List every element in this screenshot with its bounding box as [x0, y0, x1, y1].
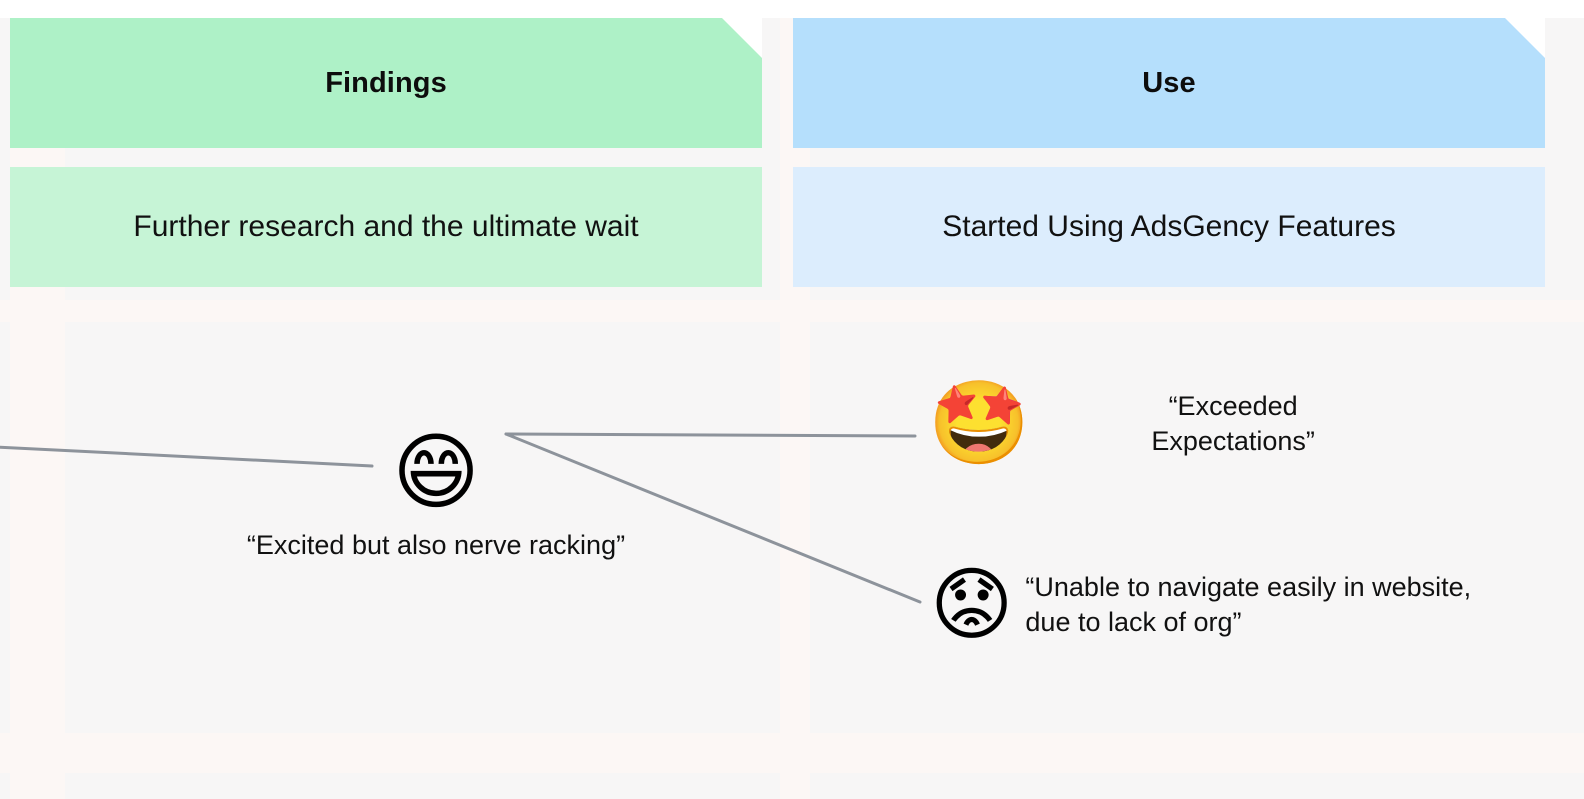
node-exceeded-expectations[interactable]: 🤩 “Exceeded Expectations” [928, 383, 1368, 465]
bg-band-horizontal [0, 300, 1584, 322]
node-quote: “Unable to navigate easily in website, d… [1025, 572, 1472, 637]
column-subheader-label: Further research and the ultimate wait [133, 210, 639, 243]
folded-corner-icon [1505, 18, 1545, 58]
column-header-findings[interactable]: Findings [10, 18, 762, 148]
top-white-margin [0, 0, 1584, 18]
star-struck-face-icon: 🤩 [928, 376, 1031, 471]
worried-face-icon: 😟 [930, 558, 1014, 651]
column-use: Use Started Using AdsGency Features [793, 18, 1545, 287]
node-quote: “Excited but also nerve racking” [246, 530, 626, 560]
bg-band-horizontal [0, 733, 1584, 773]
node-excited[interactable]: 😄 “Excited but also nerve racking” [176, 430, 696, 563]
node-quote: “Exceeded Expectations” [1151, 391, 1315, 456]
folded-corner-icon [722, 18, 762, 58]
column-subheader-findings[interactable]: Further research and the ultimate wait [10, 167, 762, 287]
grinning-face-with-smiling-eyes-icon: 😄 [392, 423, 480, 521]
column-findings: Findings Further research and the ultima… [10, 18, 762, 287]
column-header-label: Findings [325, 66, 447, 99]
column-subheader-use[interactable]: Started Using AdsGency Features [793, 167, 1545, 287]
column-header-use[interactable]: Use [793, 18, 1545, 148]
column-subheader-label: Started Using AdsGency Features [942, 210, 1396, 243]
node-navigation-issue[interactable]: 😟 “Unable to navigate easily in website,… [930, 565, 1475, 645]
column-header-label: Use [1142, 66, 1196, 99]
